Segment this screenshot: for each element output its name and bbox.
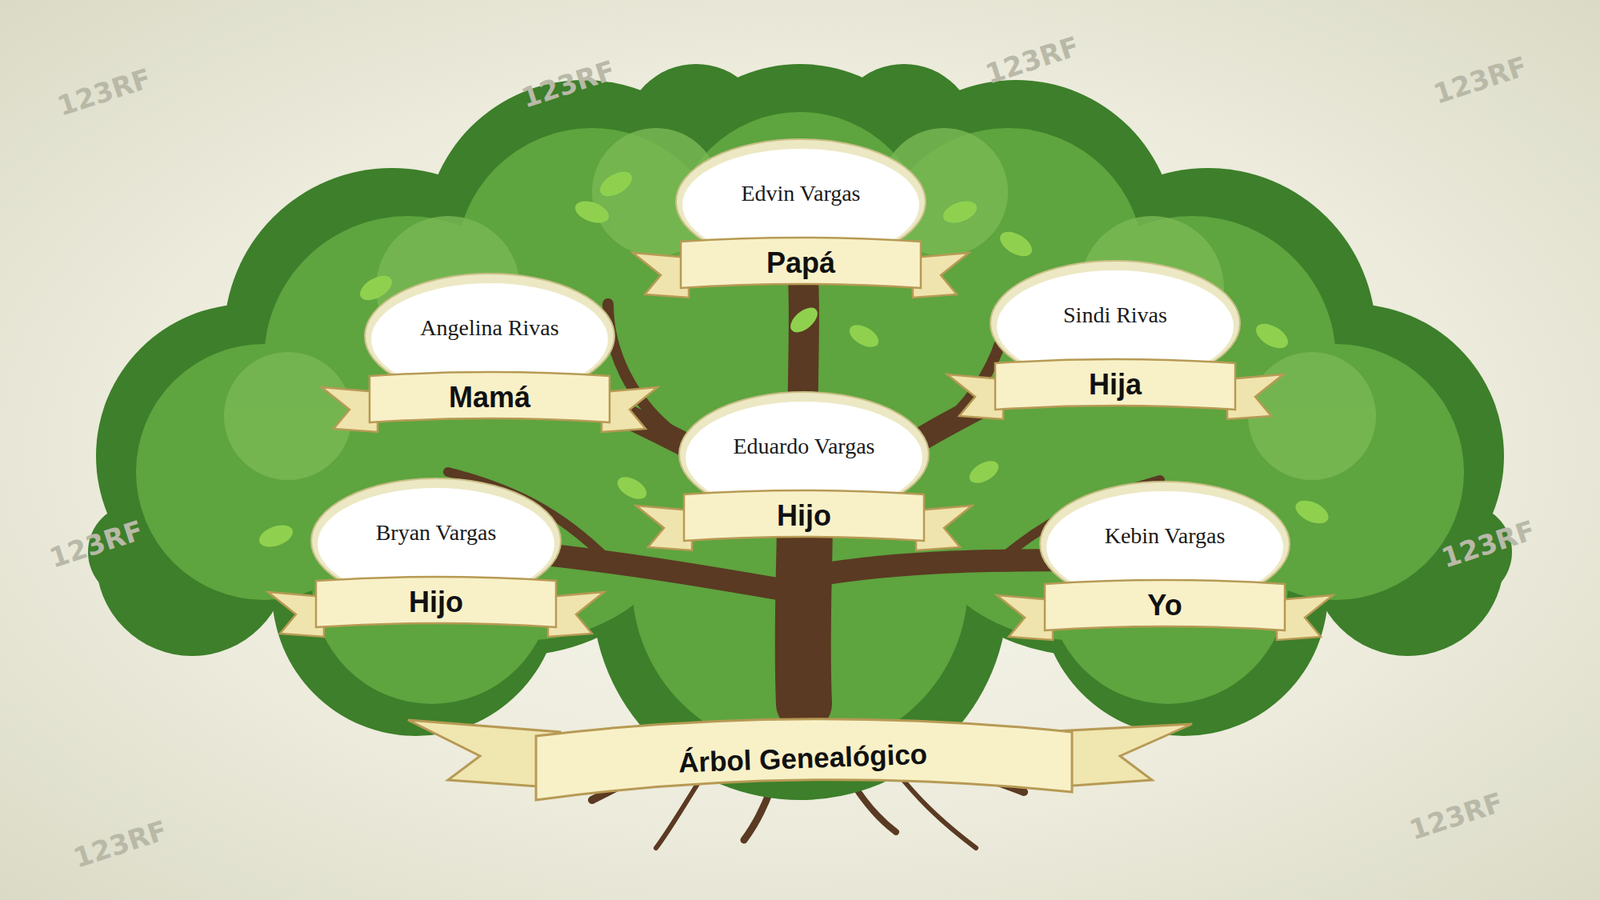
watermark: 123RF	[517, 53, 620, 114]
watermark: 123RF	[69, 813, 172, 874]
relation-label: Hija	[939, 364, 1292, 405]
person-name: Kebin Vargas	[988, 520, 1341, 552]
watermark: 123RF	[1429, 49, 1532, 110]
person-node: Kebin VargasYo	[988, 489, 1341, 658]
relation-label: Hijo	[260, 582, 612, 623]
node-shape	[313, 281, 666, 450]
person-name: Eduardo Vargas	[628, 430, 980, 463]
node-shape	[988, 489, 1341, 658]
node-shape	[260, 486, 612, 655]
relation-label: Mamá	[313, 377, 666, 418]
node-shape	[628, 400, 980, 568]
person-name: Sindi Rivas	[939, 299, 1292, 332]
person-name: Bryan Vargas	[260, 516, 612, 549]
watermark: 123RF	[1437, 513, 1540, 574]
crown-mid	[136, 112, 1464, 752]
node-shape	[939, 268, 1292, 437]
person-node: Edvin VargasPapá	[624, 147, 977, 316]
crown-dark	[88, 64, 1512, 800]
person-node: Eduardo VargasHijo	[628, 400, 980, 568]
person-node: Bryan VargasHijo	[260, 486, 612, 655]
watermark: 123RF	[981, 29, 1084, 90]
watermark: 123RF	[1405, 785, 1508, 846]
node-shape	[624, 147, 977, 316]
person-node: Angelina RivasMamá	[313, 281, 666, 450]
person-name: Angelina Rivas	[313, 312, 666, 344]
relation-label: Hijo	[628, 496, 980, 536]
watermark: 123RF	[53, 61, 156, 122]
person-node: Sindi RivasHija	[939, 268, 1292, 437]
person-name: Edvin Vargas	[624, 177, 977, 210]
relation-label: Yo	[988, 585, 1341, 626]
watermark: 123RF	[45, 513, 148, 574]
diagram-title: Árbol Genealógico	[677, 738, 928, 780]
title-ribbon	[408, 719, 1192, 800]
relation-label: Papá	[624, 243, 977, 284]
